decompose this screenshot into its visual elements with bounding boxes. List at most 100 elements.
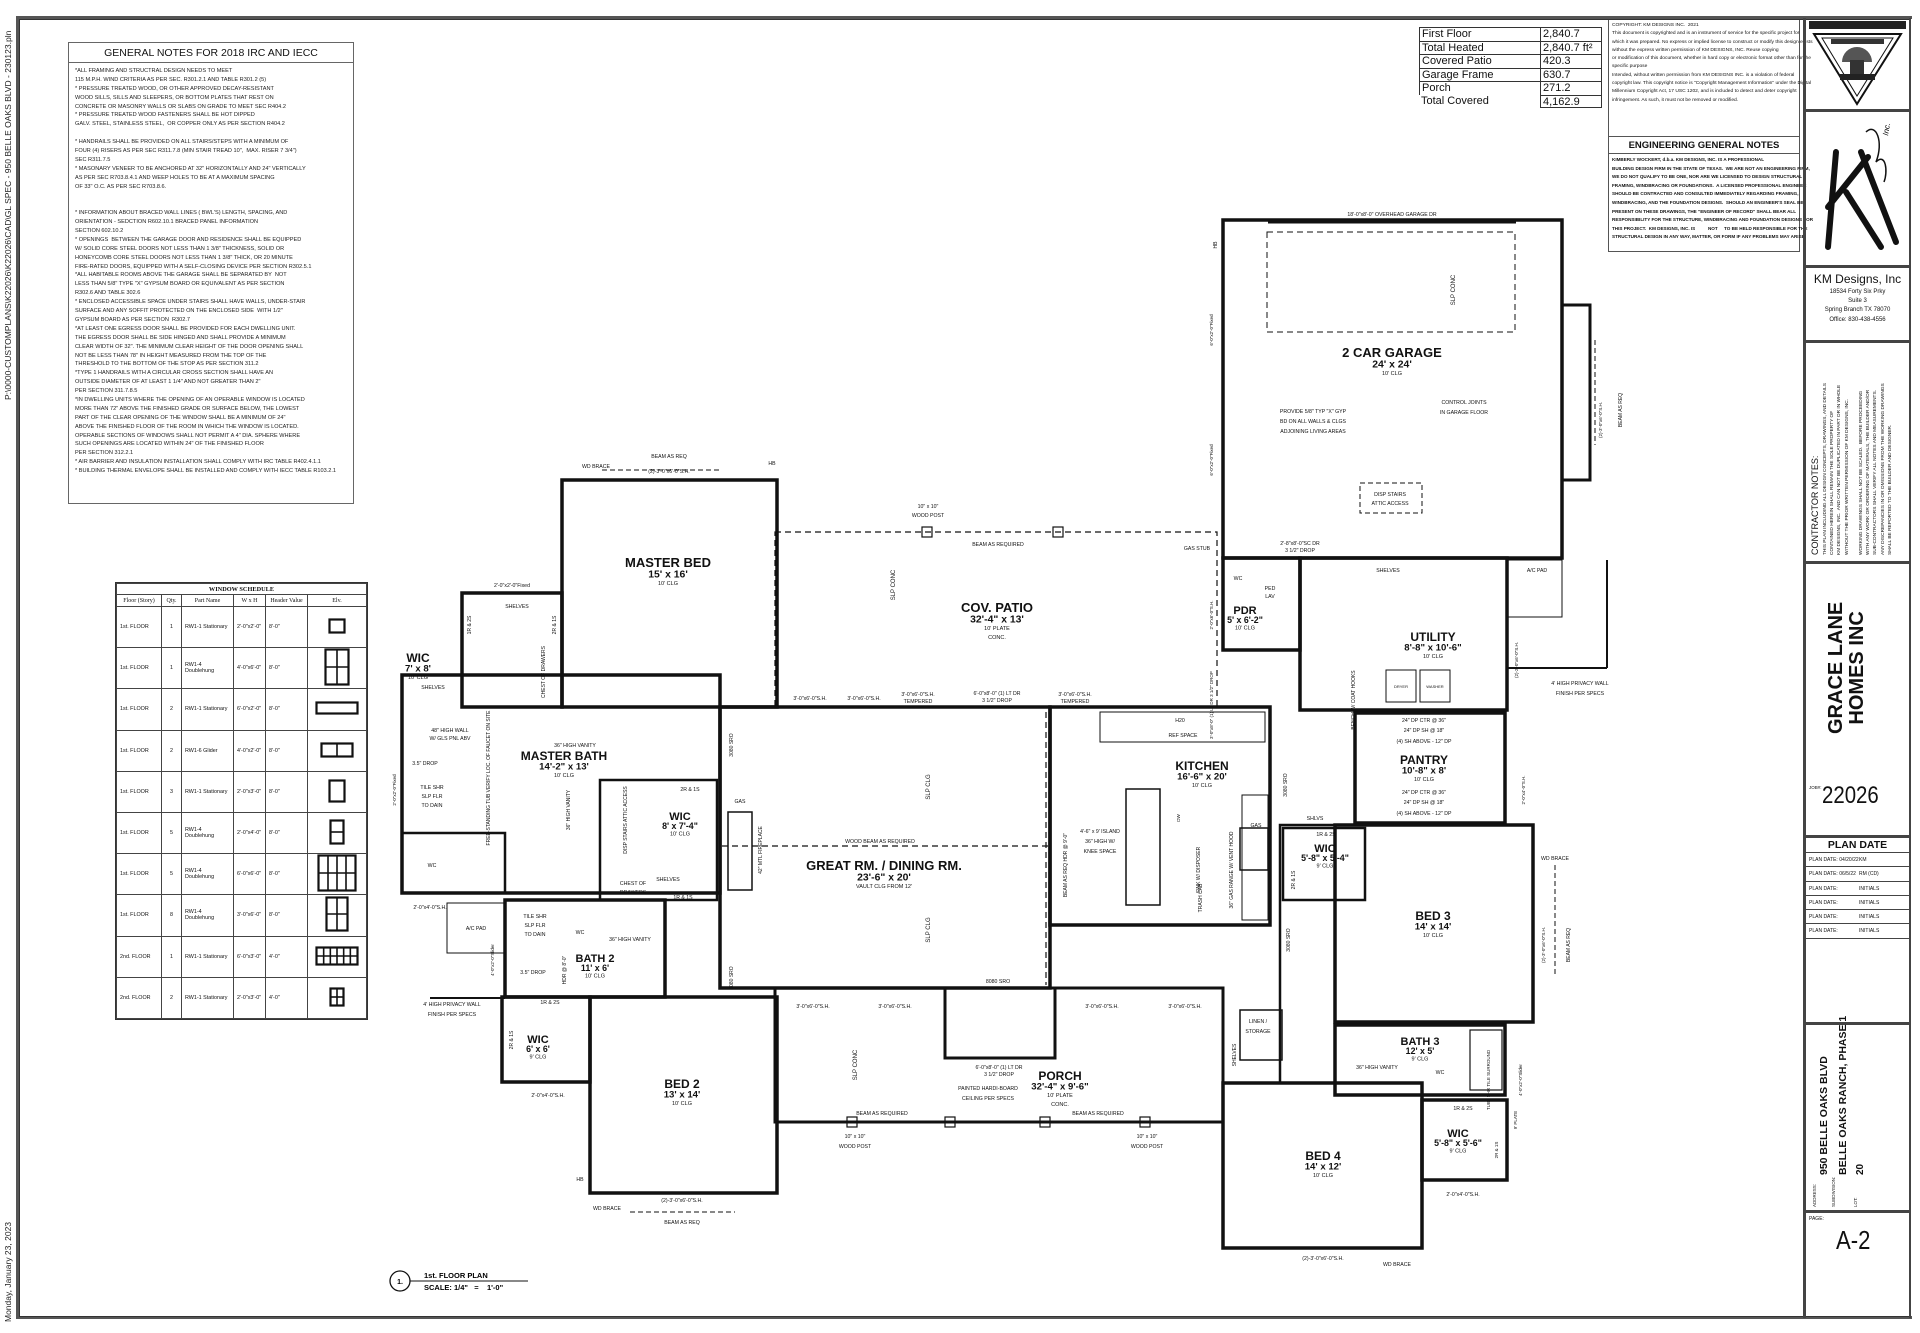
dryer bbox=[1385, 669, 1417, 703]
wall-utility bbox=[1298, 556, 1509, 712]
plan-title-callout: 1. 1st. FLOOR PLAN SCALE: 1/4" = 1'-0" bbox=[389, 1270, 528, 1292]
room-name-utility: UTILITY bbox=[1410, 630, 1455, 644]
window-part-cell: RW1-1 Stationary bbox=[181, 688, 234, 731]
plan-note-b2-beam: BEAM AS REQ bbox=[664, 1220, 699, 1226]
ac-pad-1 bbox=[446, 902, 506, 954]
room-ceiling-utility: 10' CLG bbox=[1423, 654, 1443, 660]
plan-note-porch-beam2: BEAM AS REQUIRED bbox=[1072, 1111, 1124, 1117]
general-note-line: GYPSUM BOARD AS PER SECTION R302.7 bbox=[75, 316, 191, 323]
window-elevation-cell bbox=[307, 729, 367, 772]
general-note-line: * PRESSURE TREATED WOOD, OR OTHER APPROV… bbox=[75, 85, 274, 92]
window-floor-cell: 2nd. FLOOR bbox=[116, 935, 162, 978]
job-label: JOB#: bbox=[1809, 785, 1822, 790]
room-ceiling-bed_3: 10' CLG bbox=[1423, 933, 1443, 939]
plan-note-p-ctr2: 24" DP CTR @ 36" bbox=[1402, 790, 1446, 796]
wall-pdr bbox=[1221, 556, 1302, 652]
plan-note-porch-win4: 3'-0"x6'-0"S.H. bbox=[1168, 1004, 1201, 1010]
plan-note-b2-wc: WC bbox=[576, 930, 585, 936]
room-ceiling-garage: 10' CLG bbox=[1382, 371, 1402, 377]
window-floor-cell: 2nd. FLOOR bbox=[116, 976, 162, 1019]
plan-note-mbath-drop: 3.5" DROP bbox=[412, 761, 438, 767]
plan-note-g-door: 18'-0"x8'-0" OVERHEAD GARAGE DR bbox=[1347, 212, 1437, 218]
plan-note-patio-beam: BEAM AS REQUIRED bbox=[972, 542, 1024, 548]
plan-note-mb-beam: BEAM AS REQ bbox=[651, 454, 686, 460]
room-name-kitchen: KITCHEN bbox=[1175, 759, 1228, 773]
plan-note-u-washer: WASHER bbox=[1426, 684, 1444, 689]
plan-note-privacy-1b: FINISH PER SPECS bbox=[428, 1012, 477, 1018]
plan-date-initials: INITIALS bbox=[1859, 885, 1880, 892]
plan-note-mbath-vanity2: 36" HIGH VANITY bbox=[566, 789, 572, 830]
general-note-line: *IN DWELLING UNITS WHERE THE OPENING OF … bbox=[75, 396, 305, 403]
general-note-line: * AIR BARRIER AND INSULATION INSTALLATIO… bbox=[75, 459, 321, 466]
plan-note-mbath-wall2: W/ GLS PNL ABV bbox=[429, 736, 471, 742]
window-qty-cell: 1 bbox=[161, 935, 182, 978]
wall-garage bbox=[1221, 218, 1564, 560]
room-ceiling-master_bath: 10' CLG bbox=[554, 773, 574, 779]
window-part-cell: RW1-4 Doublehung bbox=[181, 811, 234, 855]
plan-note-mbath-wall1: 48" HIGH WALL bbox=[431, 728, 469, 734]
room-name-bed_4: BED 4 bbox=[1305, 1149, 1341, 1163]
plan-note-mbath-vanity: 36" HIGH VANITY bbox=[554, 743, 596, 749]
plan-note-p-sh1: 24" DP SH @ 18" bbox=[1404, 728, 1445, 734]
plan-date-label: PLAN DATE: bbox=[1809, 914, 1838, 921]
wall-master-wc bbox=[400, 831, 507, 895]
general-note-line: 115 M.P.H. WIND CRITERIA AS PER SEC. R30… bbox=[75, 76, 267, 83]
plan-note-p-ctr1: 24" DP CTR @ 36" bbox=[1402, 718, 1446, 724]
plan-note-wic2-chest2: DRAWERS bbox=[620, 890, 647, 896]
plan-note-privacy-2b: FINISH PER SPECS bbox=[1556, 691, 1605, 697]
room-ceiling-bed_2: 10' CLG bbox=[672, 1101, 692, 1107]
plan-note-gr-win4a: 3'-0"x6'-0"S.H. bbox=[1058, 692, 1091, 698]
plan-note-porch-slp: SLP CONC bbox=[853, 1049, 859, 1080]
window-elevation-cell bbox=[307, 688, 367, 731]
patio-post-2 bbox=[1052, 526, 1064, 538]
plan-note-gr-beam: WOOD BEAM AS REQUIRED bbox=[845, 839, 915, 845]
room-name-wic_bed3: WIC bbox=[1314, 843, 1335, 855]
plan-date-row: PLAN DATE:INITIALS bbox=[1806, 882, 1909, 896]
window-part-cell: RW1-6 Glider bbox=[181, 729, 234, 772]
plan-date-initials: KM bbox=[1859, 857, 1867, 863]
page-label: PAGE: bbox=[1809, 1216, 1824, 1222]
plan-note-u-shelves: SHELVES bbox=[1376, 568, 1400, 574]
area-value: 4,162.9 bbox=[1540, 94, 1602, 108]
plan-note-mwic-1r: 1R & 2S bbox=[467, 615, 473, 634]
plan-note-g-dr2: 3 1/2" DROP bbox=[1285, 548, 1315, 554]
window-doublehung-triple-icon bbox=[317, 854, 357, 892]
window-header-cell: 8'-0" bbox=[265, 770, 308, 813]
plan-note-mbath-shr3: TO DAIN bbox=[422, 803, 443, 809]
plan-note-b3-wc: WC bbox=[1436, 1070, 1445, 1076]
room-ceiling-bath_3: 9' CLG bbox=[1412, 1056, 1429, 1062]
plan-note-gas-stub: GAS STUB bbox=[1184, 546, 1211, 552]
general-note-line: * HANDRAILS SHALL BE PROVIDED ON ALL STA… bbox=[75, 139, 289, 146]
room-dims-great_room: 23'-6" x 20' bbox=[857, 872, 911, 883]
wall-great-room bbox=[718, 705, 1052, 990]
plan-date-row: PLAN DATE:INITIALS bbox=[1806, 924, 1909, 939]
general-note-line: HONEYCOMB CORE STEEL DOORS NOT LESS THAN… bbox=[75, 254, 293, 261]
room-name-bed_3: BED 3 bbox=[1415, 909, 1451, 923]
room-dims-utility: 8'-8" x 10'-6" bbox=[1404, 643, 1461, 654]
plan-note-gr-dr2: 3 1/2" DROP bbox=[982, 698, 1012, 704]
window-doublehung-tall-icon bbox=[325, 896, 349, 933]
entry-recess bbox=[943, 986, 1057, 1060]
tub-bath-3 bbox=[1469, 1029, 1503, 1091]
plan-note-gr-hdr: BEAM AS REQ HDR @ 9'-0" bbox=[1063, 833, 1069, 897]
general-note-line: ABOVE THE FINISHED FLOOR OF THE ROOM IN … bbox=[75, 423, 299, 430]
plan-note-fireplace: 42" MTL FIREPLACE bbox=[758, 825, 764, 873]
company-address-2: Suite 3 bbox=[1848, 297, 1867, 304]
general-note-line: OF 33" O.C. AS PER SEC R703.8.6. bbox=[75, 183, 167, 190]
general-notes-box: GENERAL NOTES FOR 2018 IRC AND IECC *ALL… bbox=[68, 42, 354, 504]
kitchen-island bbox=[1125, 788, 1161, 906]
plan-note-pdr-lav1: PED bbox=[1265, 586, 1276, 592]
plan-note-mbath-win: 2'-0"x2'-0"Fixed bbox=[392, 774, 397, 806]
wall-bed-3 bbox=[1333, 823, 1535, 1024]
room-dims-master_bed: 15' x 16' bbox=[648, 569, 688, 580]
seal-icon bbox=[1809, 21, 1906, 106]
general-note-line: SURFACE AND ANY SOFFIT PROTECTED ON THE … bbox=[75, 308, 283, 315]
general-note-line: * MASONARY VENEER TO BE ANCHORED AT 32" … bbox=[75, 165, 306, 172]
general-note-line: *ALL HABITABLE ROOMS ABOVE THE GARAGE SH… bbox=[75, 272, 287, 279]
plan-note-sro-2: 3080 SRO bbox=[729, 966, 735, 989]
